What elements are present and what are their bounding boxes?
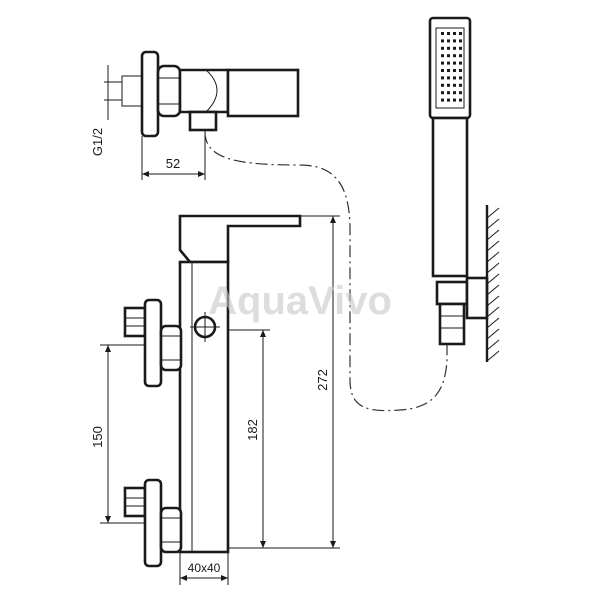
section-label: 40x40 <box>188 561 221 575</box>
overall-height-label: 272 <box>315 369 330 391</box>
top-view <box>115 50 300 138</box>
shower-hose <box>204 131 448 412</box>
thread-dimension: G1/2 <box>90 65 122 156</box>
watermark: AquaVivo <box>208 279 392 323</box>
projection-dimension: 52 <box>141 130 206 180</box>
thread-label: G1/2 <box>90 128 105 156</box>
wall-bracket-icon <box>435 205 500 362</box>
front-view <box>123 214 302 568</box>
body-height-dimension: 182 <box>228 329 270 549</box>
inlet-spacing-dimension: 150 <box>90 344 145 524</box>
overall-height-dimension: 272 <box>228 215 340 549</box>
body-height-label: 182 <box>245 419 260 441</box>
inlet-spacing-label: 150 <box>90 426 105 448</box>
section-dimension: 40x40 <box>179 552 229 585</box>
projection-label: 52 <box>166 156 180 171</box>
hand-shower-icon <box>428 16 472 278</box>
